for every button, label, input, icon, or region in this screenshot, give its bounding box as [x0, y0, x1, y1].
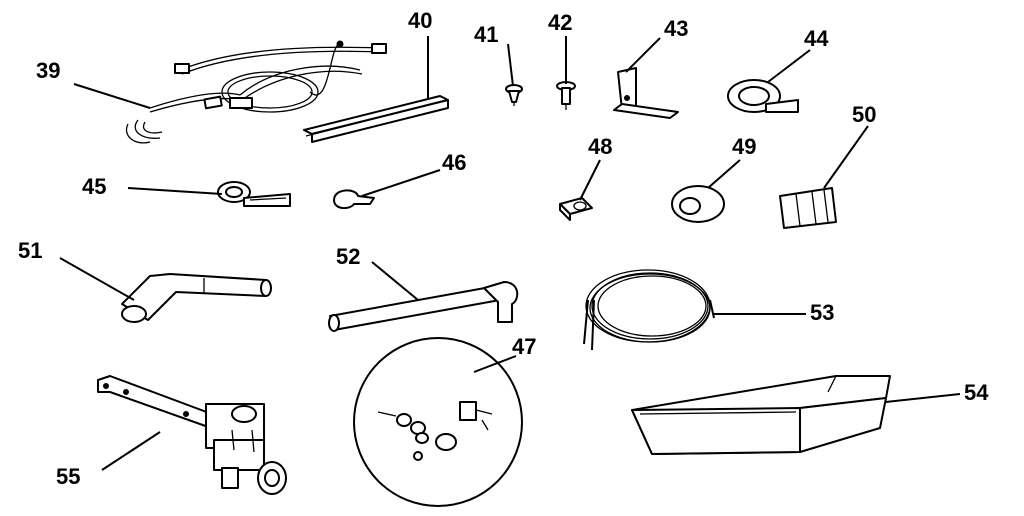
callout-47: 47 — [512, 334, 536, 359]
callout-54: 54 — [964, 380, 989, 405]
leader-54 — [885, 393, 961, 403]
callout-46: 46 — [442, 150, 466, 175]
leader-48 — [579, 159, 601, 201]
part-49-grommet — [671, 185, 725, 223]
part-52-fill-tube — [328, 281, 519, 332]
part-54-ice-bin — [631, 375, 891, 455]
part-50-pad — [779, 187, 837, 229]
part-40-seal-strip — [303, 95, 449, 143]
callout-43: 43 — [664, 16, 688, 41]
callout-51: 51 — [18, 238, 42, 263]
callout-52: 52 — [336, 244, 360, 269]
part-44-clamp — [727, 79, 799, 113]
part-43-bracket — [613, 67, 679, 119]
callout-41: 41 — [474, 22, 498, 47]
callout-45: 45 — [82, 174, 106, 199]
leader-41 — [507, 43, 514, 87]
callout-40: 40 — [408, 8, 432, 33]
leader-lines — [59, 36, 961, 471]
callout-44: 44 — [804, 26, 829, 51]
callout-53: 53 — [810, 300, 834, 325]
callout-48: 48 — [588, 134, 612, 159]
leader-45 — [127, 187, 223, 195]
part-53-coil-tubing — [583, 269, 715, 351]
part-47-hardware-kit — [353, 337, 523, 507]
part-51-elbow-tube — [121, 273, 272, 323]
part-48-spacer — [559, 197, 593, 221]
callout-42: 42 — [548, 10, 572, 35]
callout-49: 49 — [732, 134, 756, 159]
part-45-clip — [217, 181, 291, 207]
part-55-water-valve — [97, 375, 287, 495]
leader-49 — [707, 159, 741, 189]
callout-labels: 39 40 41 42 43 44 45 46 47 48 49 50 51 5… — [18, 8, 989, 489]
part-41-screw — [505, 84, 523, 106]
leader-55 — [101, 431, 161, 471]
part-42-rivet — [556, 81, 576, 110]
callout-50: 50 — [852, 102, 876, 127]
callout-55: 55 — [56, 464, 80, 489]
leader-51 — [59, 257, 135, 301]
part-39-wire-harness — [125, 40, 387, 144]
callout-39: 39 — [36, 58, 60, 83]
leader-39 — [73, 83, 151, 109]
part-46-clip — [333, 189, 375, 210]
leader-50 — [823, 125, 869, 189]
leader-43 — [625, 37, 661, 73]
leader-46 — [361, 169, 441, 197]
leader-44 — [767, 49, 811, 83]
leader-47 — [473, 355, 517, 373]
leader-52 — [371, 261, 419, 301]
